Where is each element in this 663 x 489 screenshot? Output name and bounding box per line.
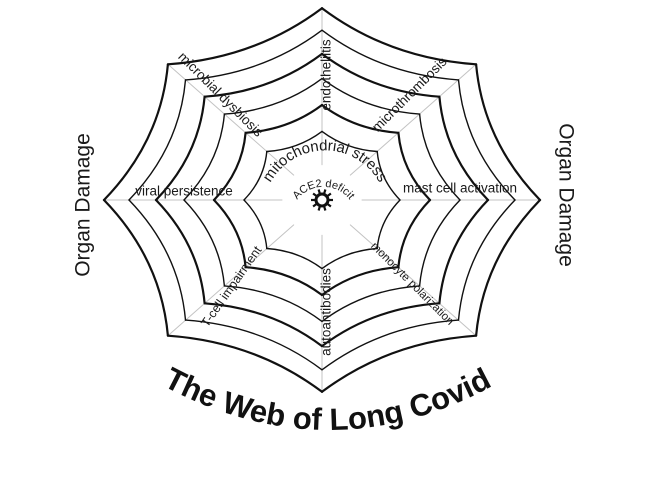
web-ring-thread bbox=[376, 199, 401, 250]
web-ring-thread bbox=[320, 103, 400, 134]
spoke-label-autoantibodies: autoantibodies bbox=[319, 268, 334, 356]
web-ring-thread bbox=[154, 198, 206, 305]
spoke-label-endotheliitis: endotheliitis bbox=[319, 39, 334, 111]
organ-damage-right-label: Organ Damage bbox=[554, 123, 577, 267]
web-ring-thread bbox=[438, 95, 490, 202]
web-ring-thread bbox=[320, 52, 441, 98]
web-ring-thread bbox=[320, 7, 478, 66]
virus-body bbox=[314, 192, 330, 208]
spoke-label-microbial-dysbiosis: microbial dysbiosis bbox=[175, 49, 266, 140]
web-ring-thread bbox=[154, 95, 206, 202]
web-ring-thread bbox=[212, 198, 247, 269]
web-ring-thread bbox=[266, 130, 323, 153]
web-ring-thread bbox=[397, 131, 432, 202]
web-ring-thread bbox=[266, 247, 323, 270]
web-spokes bbox=[103, 7, 541, 393]
mitochondrial-stress-label: mitochondrial stress bbox=[259, 137, 391, 185]
web-ring-thread bbox=[320, 302, 441, 348]
web-rings bbox=[102, 7, 542, 393]
web-ring-thread bbox=[102, 63, 169, 202]
web-ring-thread bbox=[166, 334, 324, 393]
web-ring-thread bbox=[244, 103, 324, 134]
web-ring-thread bbox=[183, 199, 226, 287]
web-ring-thread bbox=[475, 63, 542, 202]
spoke-label-t-cell-impairment: T-cell impairment bbox=[198, 243, 264, 329]
virus-spike bbox=[312, 203, 317, 208]
web-ring-thread bbox=[457, 199, 516, 321]
web-ring-thread bbox=[321, 285, 421, 323]
ace2-deficit-label: ACE2 deficit bbox=[291, 178, 357, 202]
web-ring-thread bbox=[212, 131, 247, 202]
web-ring-thread bbox=[102, 198, 169, 337]
virus-spike bbox=[312, 192, 317, 197]
virus-spike bbox=[323, 189, 327, 194]
virus-spike bbox=[323, 206, 327, 211]
web-ring-thread bbox=[397, 198, 432, 269]
web-spoke-thread bbox=[167, 224, 295, 337]
web-ring-thread bbox=[457, 79, 516, 201]
web-ring-thread bbox=[321, 77, 421, 115]
web-ring-thread bbox=[475, 198, 542, 337]
web-ring-thread bbox=[183, 113, 226, 201]
web-ring-thread bbox=[320, 334, 478, 393]
web-ring-thread bbox=[203, 302, 324, 348]
web-ring-thread bbox=[184, 29, 323, 81]
web-spoke-thread bbox=[349, 63, 477, 176]
web-ring-thread bbox=[128, 79, 187, 201]
web-ring-thread bbox=[223, 285, 323, 323]
spoke-label-viral-persistence: viral persistence bbox=[135, 184, 233, 199]
web-ring-thread bbox=[203, 52, 324, 98]
web-ring-thread bbox=[223, 77, 323, 115]
virus-spike bbox=[317, 206, 321, 211]
web-ring-thread bbox=[184, 319, 323, 371]
web-spoke-thread bbox=[349, 224, 477, 337]
virus-icon bbox=[311, 189, 333, 211]
web-ring-thread bbox=[128, 199, 187, 321]
web-spoke-thread bbox=[167, 63, 295, 176]
virus-spike bbox=[327, 203, 332, 208]
web-ring-thread bbox=[376, 150, 401, 201]
web-ring-thread bbox=[244, 266, 324, 297]
organ-damage-left-label: Organ Damage bbox=[72, 133, 95, 277]
web-ring-thread bbox=[166, 7, 324, 66]
web-ring-thread bbox=[243, 150, 268, 201]
web-ring-thread bbox=[418, 199, 461, 287]
web-ring-thread bbox=[438, 198, 490, 305]
web-ring-thread bbox=[321, 130, 378, 153]
web-ring-thread bbox=[321, 319, 460, 371]
spoke-label-mast-cell-activation: mast cell activation bbox=[403, 181, 517, 196]
web-ring-thread bbox=[321, 247, 378, 270]
web-ring-thread bbox=[243, 199, 268, 250]
diagram-title: The Web of Long Covid bbox=[159, 361, 496, 438]
virus-spike bbox=[327, 192, 332, 197]
virus-spike bbox=[317, 189, 321, 194]
web-ring-thread bbox=[418, 113, 461, 201]
web-ring-thread bbox=[321, 29, 460, 81]
web-ring-thread bbox=[320, 266, 400, 297]
